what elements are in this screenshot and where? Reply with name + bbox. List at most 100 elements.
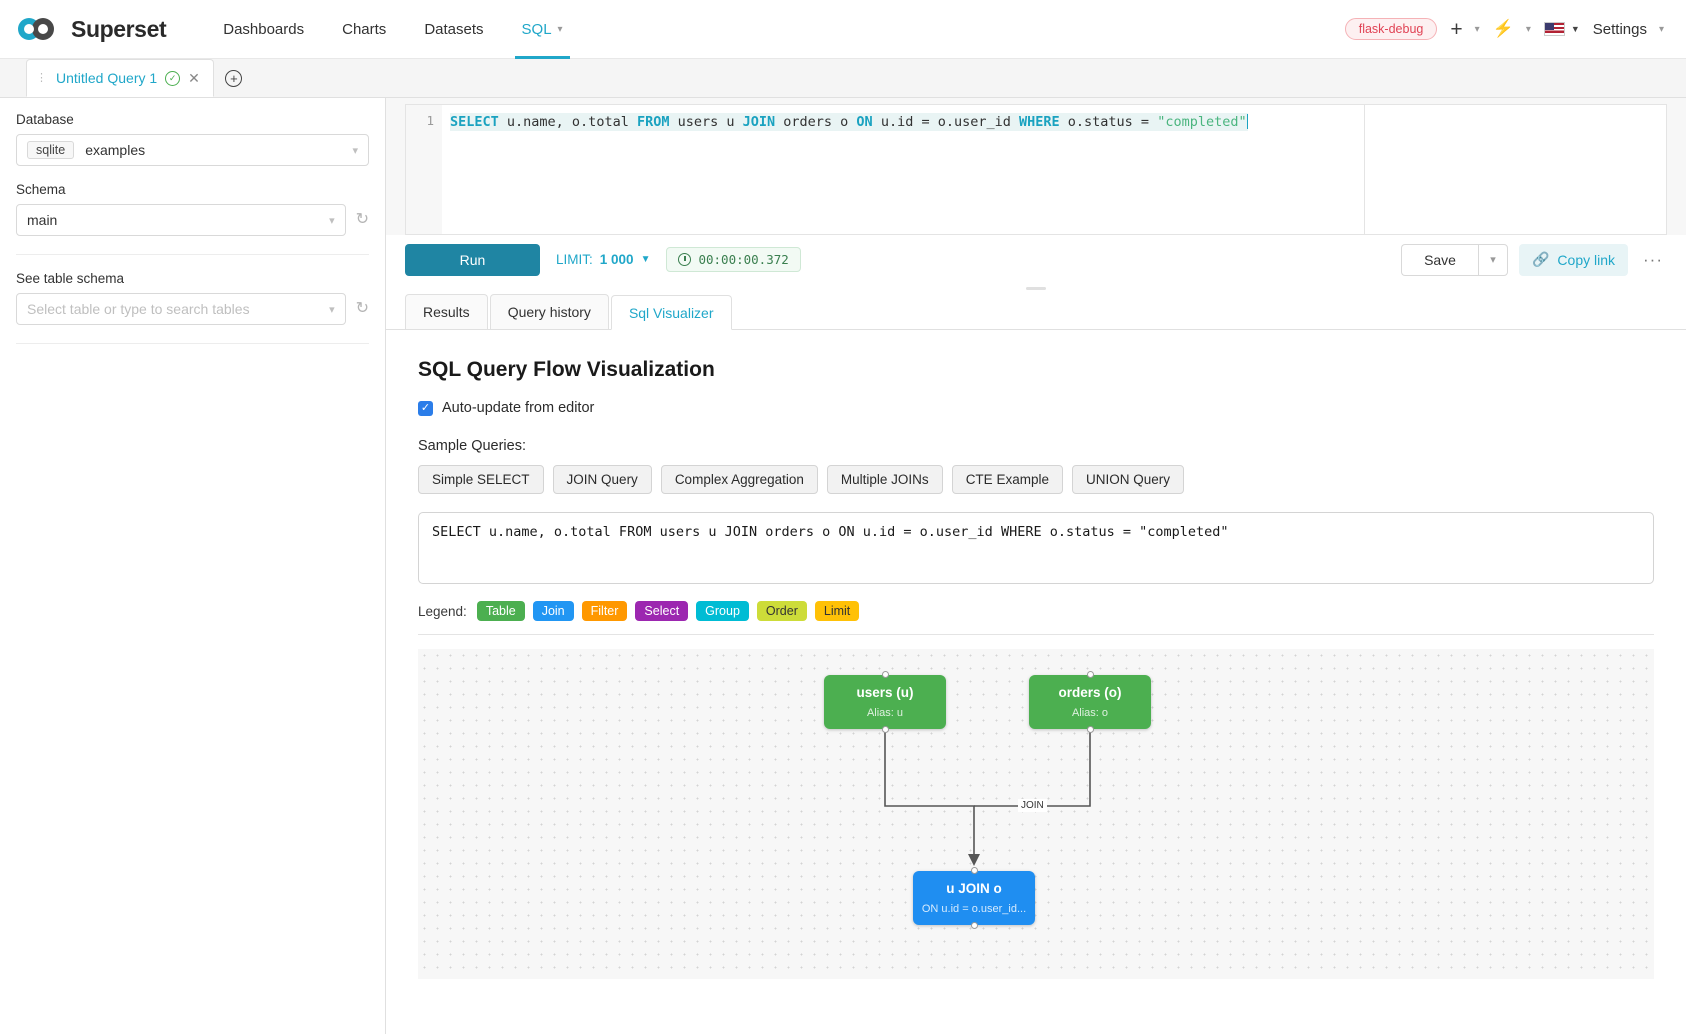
chevron-down-icon: ▾ — [1525, 23, 1531, 35]
edge-users-to-join — [884, 732, 975, 860]
alerts-menu-button[interactable]: ⚡ ▾ — [1493, 19, 1531, 39]
sample-button-union-query[interactable]: UNION Query — [1071, 465, 1184, 494]
limit-label: LIMIT: — [556, 252, 593, 267]
plus-circle-icon: + — [225, 69, 243, 87]
database-value: examples — [85, 142, 146, 158]
caret-down-icon: ▼ — [640, 254, 651, 265]
sample-query-buttons: Simple SELECT JOIN Query Complex Aggrega… — [418, 465, 1654, 494]
nav-item-charts-label: Charts — [342, 20, 387, 38]
database-select[interactable]: sqlite examples ▾ — [16, 134, 369, 166]
sample-button-multiple-joins[interactable]: Multiple JOINs — [826, 465, 943, 494]
nav-item-datasets-label: Datasets — [424, 20, 484, 38]
sql-editor-wrap: 1 SELECT u.name, o.total FROM users u JO… — [386, 98, 1686, 235]
legend-chip-join: Join — [532, 601, 574, 621]
copy-link-button[interactable]: 🔗 Copy link — [1518, 243, 1629, 276]
sql-visualizer-pane: SQL Query Flow Visualization ✓ Auto-upda… — [386, 330, 1686, 1034]
left-panel: Database sqlite examples ▾ Schema main ▾… — [0, 98, 386, 1034]
chevron-down-icon: ▾ — [329, 303, 335, 316]
schema-select[interactable]: main ▾ — [16, 204, 346, 236]
caret-down-icon: ▼ — [1570, 24, 1580, 34]
flow-node-users-alias: Alias: u — [866, 706, 904, 719]
node-port-bottom[interactable] — [1086, 726, 1094, 733]
flow-node-join[interactable]: u JOIN o ON u.id = o.user_id... — [913, 867, 1035, 929]
text-caret — [1246, 114, 1248, 129]
editor-gutter: 1 — [406, 105, 442, 234]
settings-menu-button[interactable]: Settings ▾ — [1593, 21, 1664, 38]
auto-update-checkbox-row[interactable]: ✓ Auto-update from editor — [418, 400, 1654, 416]
flow-node-orders[interactable]: orders (o) Alias: o — [1029, 671, 1151, 733]
tab-sql-visualizer[interactable]: Sql Visualizer — [610, 295, 732, 330]
node-port-top[interactable] — [1086, 671, 1094, 678]
brand-text: Superset — [71, 15, 167, 42]
toolbar-right: Save ▾ 🔗 Copy link ··· — [1401, 243, 1667, 276]
close-icon[interactable]: ✕ — [188, 69, 200, 86]
superset-logo[interactable]: Superset — [18, 15, 167, 43]
navbar-right: flask-debug + ▾ ⚡ ▾ ▼ Settings ▾ — [1344, 18, 1664, 40]
query-tab-strip: ⋮ Untitled Query 1 ✓ ✕ + — [0, 59, 1686, 98]
tab-results[interactable]: Results — [405, 294, 488, 329]
auto-update-checkbox[interactable]: ✓ — [418, 400, 433, 416]
sample-button-complex-aggregation[interactable]: Complex Aggregation — [660, 465, 818, 494]
tab-query-history[interactable]: Query history — [489, 294, 609, 329]
table-select[interactable]: Select table or type to search tables ▾ — [16, 293, 346, 325]
sample-button-simple-select[interactable]: Simple SELECT — [418, 465, 544, 494]
nav-item-datasets[interactable]: Datasets — [405, 0, 502, 59]
save-button[interactable]: Save — [1401, 243, 1478, 276]
flow-edges — [884, 732, 1091, 866]
sql-editor[interactable]: 1 SELECT u.name, o.total FROM users u JO… — [405, 104, 1667, 235]
node-port-top[interactable] — [881, 671, 889, 678]
query-tab-untitled-query-1[interactable]: ⋮ Untitled Query 1 ✓ ✕ — [26, 59, 214, 97]
sql-code-line: SELECT u.name, o.total FROM users u JOIN… — [450, 113, 1248, 131]
chevron-down-icon: ▾ — [1474, 23, 1480, 35]
flow-node-join-condition: ON u.id = o.user_id... — [921, 902, 1027, 915]
auto-update-label: Auto-update from editor — [442, 400, 595, 416]
run-button[interactable]: Run — [405, 243, 540, 276]
flow-node-join-title: u JOIN o — [946, 881, 1002, 897]
line-number: 1 — [426, 113, 434, 128]
legend: Legend: Table Join Filter Select Group O… — [418, 601, 1654, 621]
nav-item-charts[interactable]: Charts — [323, 0, 405, 59]
sample-button-cte-example[interactable]: CTE Example — [951, 465, 1063, 494]
node-port-bottom[interactable] — [970, 922, 978, 929]
flow-node-users[interactable]: users (u) Alias: u — [824, 671, 946, 733]
flask-debug-badge: flask-debug — [1344, 18, 1438, 40]
pane-resize-handle[interactable] — [386, 284, 1686, 293]
more-options-icon[interactable]: ··· — [1643, 249, 1663, 269]
legend-chip-limit: Limit — [814, 601, 860, 621]
sql-input-textarea[interactable] — [418, 512, 1654, 584]
node-port-top[interactable] — [970, 867, 978, 874]
drag-handle-icon[interactable]: ⋮ — [36, 71, 48, 84]
language-menu-button[interactable]: ▼ — [1543, 22, 1580, 36]
table-placeholder: Select table or type to search tables — [27, 301, 250, 317]
editor-code-area[interactable]: SELECT u.name, o.total FROM users u JOIN… — [442, 105, 1666, 234]
panel-divider — [16, 254, 369, 255]
query-flow-canvas[interactable]: JOIN users (u) Alias: u orders (o) Alias… — [418, 649, 1654, 979]
limit-value: 1 000 — [599, 252, 634, 267]
chevron-down-icon: ▾ — [557, 23, 563, 35]
visualizer-controls: SQL Query Flow Visualization ✓ Auto-upda… — [386, 358, 1686, 635]
editor-vertical-rule — [1364, 105, 1365, 234]
node-port-bottom[interactable] — [881, 726, 889, 733]
add-query-tab-button[interactable]: + — [214, 59, 254, 97]
legend-chip-select: Select — [635, 601, 689, 621]
plus-icon: + — [1450, 17, 1463, 41]
save-button-group: Save ▾ — [1401, 243, 1508, 276]
new-menu-button[interactable]: + ▾ — [1450, 19, 1479, 40]
flow-node-orders-alias: Alias: o — [1071, 706, 1109, 719]
refresh-tables-icon[interactable]: ↻ — [355, 300, 369, 317]
nav-item-sql-label: SQL — [521, 20, 552, 38]
result-tabs: Results Query history Sql Visualizer — [386, 293, 1686, 330]
legend-chip-order: Order — [756, 601, 807, 621]
tab-query-history-label: Query history — [507, 304, 591, 320]
schema-label: Schema — [16, 182, 66, 197]
section-divider — [418, 634, 1654, 635]
nav-item-dashboards[interactable]: Dashboards — [204, 0, 323, 59]
us-flag-icon — [1543, 22, 1565, 36]
legend-label: Legend: — [418, 603, 467, 619]
query-timer: 00:00:00.372 — [666, 247, 801, 272]
nav-item-sql[interactable]: SQL ▾ — [503, 0, 582, 59]
sample-button-join-query[interactable]: JOIN Query — [552, 465, 652, 494]
limit-dropdown[interactable]: LIMIT: 1 000 ▼ — [556, 252, 650, 267]
save-dropdown-button[interactable]: ▾ — [1477, 243, 1508, 276]
refresh-schema-icon[interactable]: ↻ — [355, 211, 369, 228]
